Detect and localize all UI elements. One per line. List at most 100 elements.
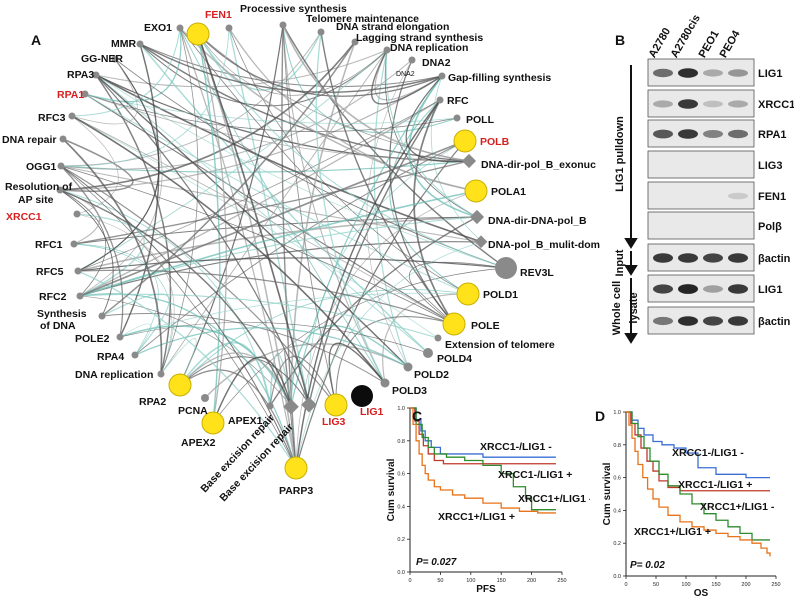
network-edge <box>179 27 386 384</box>
label-pold2: POLD2 <box>414 369 449 381</box>
y-tick-label: 0.8 <box>613 443 621 449</box>
y-tick-label: 0.0 <box>613 574 621 580</box>
label-mmr: MMR <box>111 38 136 50</box>
network-edge <box>77 269 455 325</box>
blot-row-label: βactin <box>758 316 791 328</box>
panel-letter-c: C <box>412 408 423 424</box>
network-edge <box>139 43 470 162</box>
network-edge <box>197 33 227 424</box>
label-lagging-strand: Lagging strand synthesis <box>356 32 483 44</box>
network-edge <box>179 24 284 386</box>
blot-band <box>678 253 698 263</box>
blot-strip <box>647 181 755 210</box>
y-tick-label: 0.2 <box>613 541 621 547</box>
network-edge <box>212 356 292 424</box>
node-dna-replication-top <box>383 46 391 54</box>
network-edge <box>73 243 173 375</box>
network-diagram: EXO1 FEN1 Processive synthesis Telomere … <box>2 3 600 504</box>
network-edge <box>430 75 483 243</box>
network-edge <box>59 189 271 407</box>
x-tick-label: 100 <box>466 578 475 584</box>
network-edge <box>60 165 124 338</box>
blot-band <box>728 253 748 263</box>
network-edge <box>371 49 443 105</box>
node-rpa2 <box>168 373 192 397</box>
label-dna2: DNA2 <box>422 57 451 69</box>
y-axis-label: Cum survival <box>602 462 613 525</box>
western-blot: LIG1XRCC1RPA1LIG3FEN1PolββactinLIG1βacti… <box>624 58 794 344</box>
network-edge <box>84 93 469 295</box>
network-edge <box>77 270 297 469</box>
network-edge <box>139 43 388 107</box>
network-edge <box>95 74 507 269</box>
label-synthesis: Synthesis <box>37 308 87 320</box>
label-rfc2: RFC2 <box>39 291 67 303</box>
node-rpa4 <box>131 351 139 359</box>
network-edge <box>382 293 469 384</box>
node-lig3 <box>324 393 348 417</box>
node-dna-dir-pol-b-exonuc <box>461 153 477 169</box>
blot-band <box>703 253 723 263</box>
label-apex2: APEX2 <box>181 437 216 449</box>
blot-band <box>728 100 748 108</box>
blot-row-label: LIG3 <box>758 160 782 172</box>
km-series-label: XRCC1+/LIG1 - <box>518 493 590 505</box>
network-edge <box>77 257 507 272</box>
label-apex1: APEX1 <box>228 415 263 427</box>
km-series-line <box>626 411 770 492</box>
label-rfc5: RFC5 <box>36 266 64 278</box>
y-tick-label: 0.8 <box>397 439 405 445</box>
label-pole: POLE <box>471 320 500 332</box>
network-edge <box>197 33 388 96</box>
network-edge <box>95 74 310 405</box>
label-rfc: RFC <box>447 95 469 107</box>
panel-letter-a: A <box>31 32 42 48</box>
label-rev3l: REV3L <box>520 267 554 279</box>
network-edge <box>101 41 356 317</box>
network-edge <box>389 59 455 325</box>
label-dna-replication-top: DNA replication <box>390 42 468 54</box>
label-rpa2: RPA2 <box>139 396 166 408</box>
network-edge <box>335 316 455 406</box>
blot-row-label: RPA1 <box>758 129 787 141</box>
label-pcna: PCNA <box>178 405 208 417</box>
y-tick-label: 1.0 <box>613 410 621 416</box>
blot-band <box>703 100 723 108</box>
network-edge <box>197 33 507 269</box>
node-lagging-strand <box>351 38 359 46</box>
blot-band <box>653 129 673 139</box>
network-edge <box>62 138 163 375</box>
node-apex2 <box>201 411 225 435</box>
blot-strip <box>647 89 755 118</box>
node-pold3 <box>380 378 390 388</box>
label-rfc3: RFC3 <box>38 112 66 124</box>
network-edge <box>282 24 507 269</box>
x-tick-label: 200 <box>527 578 536 584</box>
node-rev3l <box>495 257 517 279</box>
km-series-label: XRCC1-/LIG1 - <box>672 447 744 459</box>
network-edge <box>384 49 478 218</box>
blot-row-label: Polβ <box>758 221 782 233</box>
km-series-label: XRCC1-/LIG1 + <box>498 469 572 481</box>
network-edge <box>59 189 114 317</box>
blot-band <box>728 129 748 139</box>
node-rpa3 <box>92 71 100 79</box>
network-edge <box>179 27 297 469</box>
x-tick-label: 0 <box>408 578 411 584</box>
network-edge <box>95 49 388 88</box>
label-exo1: EXO1 <box>144 22 172 34</box>
network-edge <box>79 140 466 297</box>
network-edge <box>60 165 455 325</box>
network-edge <box>328 342 386 406</box>
node-rfc1 <box>70 240 78 248</box>
label-fen1: FEN1 <box>205 9 232 21</box>
x-tick-label: 50 <box>653 582 659 588</box>
blot-band <box>653 316 673 326</box>
p-value: P= 0.027 <box>416 557 457 568</box>
node-telomere-maintenance <box>279 21 287 29</box>
km-series-line <box>410 407 556 514</box>
blot-group-whole-cell-lysate-line1: Whole cell <box>611 280 623 336</box>
